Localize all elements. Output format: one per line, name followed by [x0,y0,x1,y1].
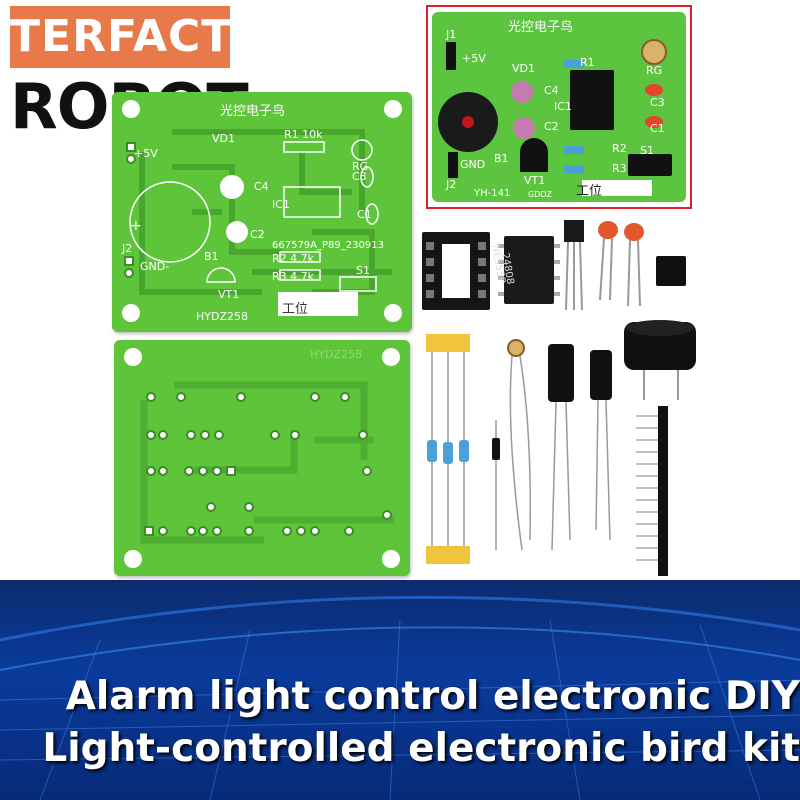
label-ic1: IC1 [272,198,290,211]
photo-c3: C3 [650,96,665,109]
label-c1: C1 [357,208,372,221]
banner-grid [0,595,800,800]
label-c4: C4 [254,180,269,193]
ceramic-capacitors [598,221,644,307]
photo-j1: J1 [446,28,457,41]
pin-header [636,406,668,576]
buzzer [624,320,696,400]
mount-hole [384,304,402,322]
photo-s1: S1 [640,144,654,157]
pcb-back: HYDZ258 [114,340,410,576]
label-j2: J2 [122,242,133,255]
resistors [426,334,500,564]
photo-plus5v: +5V [462,52,486,65]
label-c2: C2 [250,228,265,241]
label-r3: R3 4.7k [272,270,315,283]
label-b1: B1 [204,250,219,263]
caption-banner: Alarm light control electronic DIY Light… [0,580,800,800]
photo-r1: R1 [580,56,595,69]
mount-hole [382,550,400,568]
photo-gddz: GDDZ [528,190,552,199]
photo-c1: C1 [650,122,665,135]
label-rg: RG [352,160,369,173]
mount-hole [124,348,142,366]
label-serial: 667579A_P89_230913 [272,240,384,251]
mount-hole [384,100,402,118]
label-s1: S1 [356,264,370,277]
label-plus5v: +5V [134,147,158,160]
pcb-front: 光控电子鸟 +5V VD1 R1 10k RG C3 C4 IC1 C1 C2 … [112,92,412,332]
ne555-chip [498,236,560,304]
mount-hole [124,550,142,568]
loose-components [422,220,696,576]
photo-rg: RG [646,64,663,77]
photo-gnd: GND [460,158,486,171]
caption-line-2: Light-controlled electronic bird kit [42,726,800,771]
pcb-traces [129,129,392,316]
photo-vt1: VT1 [524,174,546,187]
photo-model: YH-141 [474,188,511,199]
label-vd1: VD1 [212,132,235,145]
label-model: HYDZ258 [196,310,248,323]
photo-c2: C2 [544,120,559,133]
pcb-title: 光控电子鸟 [220,104,286,119]
brand-logo-top: TERFACT [10,6,231,68]
label-vt1: VT1 [218,288,240,301]
electrolytic-capacitors [548,344,612,551]
label-r1: R1 10k [284,128,323,141]
photo-j2: J2 [446,178,457,191]
assembled-components [438,39,672,196]
photo-r3: R3 [612,162,627,175]
photo-c4: C4 [544,84,559,97]
back-label: HYDZ258 [310,348,362,361]
label-plus: + [130,218,142,234]
jumper [656,256,686,286]
mount-hole [122,100,140,118]
assembled-board: 光控电子鸟 J1 +5V VD1 R1 RG C4 IC1 C3 C2 C1 R… [432,12,686,202]
photo-title: 光控电子鸟 [508,20,574,35]
photo-ic1: IC1 [554,100,572,113]
pcb-back-traces [140,381,394,544]
mount-hole [122,304,140,322]
photo-gongwei: 工位 [576,184,603,199]
photo-vd1: VD1 [512,62,535,75]
photo-r2: R2 [612,142,627,155]
label-c3: C3 [352,170,367,183]
mount-hole [382,348,400,366]
ic-socket [422,232,490,310]
label-gongwei: 工位 [282,302,309,317]
photoresistor [507,339,532,551]
label-gnd: GND- [140,260,170,273]
caption-line-1: Alarm light control electronic DIY [65,674,800,719]
photo-b1: B1 [494,152,509,165]
label-r2: R2 4.7k [272,252,315,265]
transistor [564,220,584,311]
